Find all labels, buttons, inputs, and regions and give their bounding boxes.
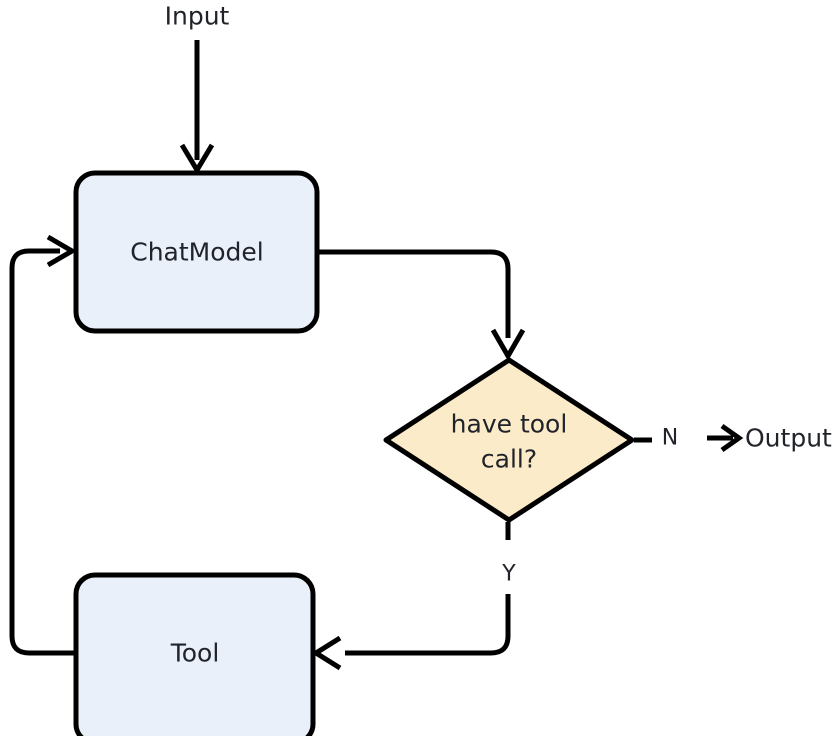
node-decision-label-line1: have tool [451,410,568,439]
node-decision[interactable]: have tool call? [383,357,635,523]
edge-decision-to-tool [311,522,511,671]
node-chatmodel[interactable]: ChatModel [73,170,320,334]
edge-tool-to-chatmodel-arrowhead [46,234,77,268]
edge-label-y: Y [501,562,516,587]
edge-input-to-chatmodel [179,40,215,175]
node-tool-shape[interactable] [73,572,316,736]
edge-input-to-chatmodel-arrowhead [179,143,215,175]
node-input-label: Input [165,2,230,31]
edge-chatmodel-to-decision-arrowhead [490,328,526,362]
edge-chatmodel-to-decision [318,249,526,362]
edge-chatmodel-to-decision-line [318,249,511,338]
node-chatmodel-shape[interactable] [73,170,320,334]
edge-tool-to-chatmodel [9,234,77,656]
node-tool[interactable]: Tool [73,572,316,736]
node-decision-label-line2: call? [481,445,537,474]
edge-tool-to-chatmodel-line [9,248,76,656]
node-output-label: Output [745,424,832,453]
edge-decision-to-output-arrowhead [720,423,744,453]
edge-decision-to-tool-line [345,594,511,656]
node-tool-label: Tool [170,639,220,668]
node-decision-shape[interactable] [383,357,635,523]
edge-decision-to-tool-arrowhead [311,635,342,671]
node-chatmodel-label: ChatModel [130,238,263,267]
edge-decision-to-output [634,423,744,453]
edge-label-n: N [662,426,678,451]
